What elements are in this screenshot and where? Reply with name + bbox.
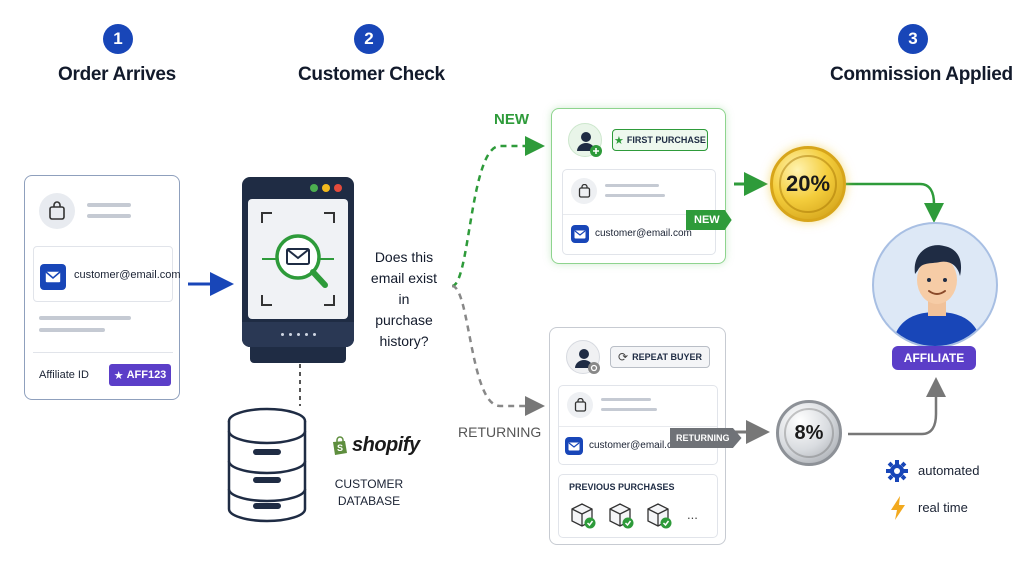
returning-user-icon (566, 340, 600, 374)
previous-purchases-title: PREVIOUS PURCHASES (569, 482, 675, 492)
returning-tag-label: RETURNING (676, 433, 730, 443)
svg-text:S: S (337, 443, 343, 453)
package-check-icon (645, 501, 672, 529)
affiliate-code-badge: ★AFF123 (109, 364, 171, 386)
more-purchases: ... (687, 507, 698, 522)
returning-tag: RETURNING (670, 428, 742, 448)
affiliate-code: AFF123 (126, 369, 167, 381)
returning-branch-label: RETURNING (458, 424, 542, 440)
affiliate-label: AFFILIATE (892, 346, 976, 370)
new-tag: NEW (686, 210, 732, 230)
star-icon: ★ (113, 369, 124, 382)
first-purchase-badge: ★ FIRST PURCHASE (612, 129, 708, 151)
shopping-bag-icon (571, 178, 597, 204)
question-line: Does this (374, 249, 434, 265)
gear-icon (886, 460, 908, 482)
repeat-buyer-badge: ⟳ REPEAT BUYER (610, 346, 710, 368)
placeholder-line (605, 194, 665, 197)
placeholder-line (87, 203, 131, 207)
mail-icon (565, 437, 583, 455)
step-2-number: 2 (354, 24, 384, 54)
placeholder-line (39, 316, 131, 320)
shopping-bag-icon (39, 193, 75, 229)
new-branch-label: NEW (494, 111, 529, 128)
new-tag-label: NEW (694, 214, 720, 226)
placeholder-line (605, 184, 659, 187)
placeholder-line (39, 328, 105, 332)
legend-real-time: real time (918, 500, 968, 515)
email-check-device (242, 177, 354, 367)
database-label: CUSTOMER DATABASE (332, 476, 406, 510)
email-box: customer@email.com (33, 246, 181, 302)
question-line: email exist in (370, 270, 438, 307)
step-2-title: Customer Check (298, 64, 445, 85)
returning-customer-card: ⟳ REPEAT BUYER customer@email.com RETURN… (549, 327, 742, 545)
package-check-icon (569, 501, 596, 529)
legend-automated: automated (918, 463, 980, 478)
returning-email: customer@email.com (589, 440, 686, 451)
arrow-new-branch (451, 136, 545, 288)
order-card: customer@email.com Affiliate ID ★AFF123 (24, 175, 181, 400)
placeholder-line (601, 398, 651, 401)
new-email: customer@email.com (595, 228, 692, 239)
question-line: history? (379, 333, 429, 349)
commission-coin-new: 20% (770, 146, 846, 222)
database-label-line: DATABASE (337, 494, 401, 508)
previous-purchases-box: PREVIOUS PURCHASES ... (558, 474, 718, 538)
returning-order-box: customer@email.com (558, 385, 718, 465)
database-label-line: CUSTOMER (334, 477, 404, 491)
step-1-number: 1 (103, 24, 133, 54)
affiliate-row: Affiliate ID ★AFF123 (33, 352, 173, 396)
commission-returning-value: 8% (794, 421, 824, 444)
step-3-number: 3 (898, 24, 928, 54)
step-1-title: Order Arrives (58, 64, 176, 85)
new-user-icon (568, 123, 602, 157)
package-check-icon (607, 501, 634, 529)
mail-icon (571, 225, 589, 243)
star-icon: ★ (614, 134, 624, 147)
shopify-logo: shopify (352, 434, 420, 456)
new-order-box: customer@email.com (562, 169, 716, 255)
shopping-bag-icon (567, 392, 593, 418)
check-question: Does this email exist in purchase histor… (364, 247, 444, 352)
arrow-coin-to-affiliate (846, 182, 944, 223)
first-purchase-label: FIRST PURCHASE (626, 135, 706, 145)
commission-coin-returning: 8% (776, 400, 842, 466)
mail-icon (40, 264, 66, 290)
repeat-buyer-label: REPEAT BUYER (632, 352, 702, 362)
arrow-coin8-to-affiliate (848, 377, 946, 436)
step-3-title: Commission Applied (830, 64, 1013, 85)
affiliate-id-label: Affiliate ID (39, 369, 89, 381)
order-email: customer@email.com (74, 269, 181, 281)
new-customer-card: ★ FIRST PURCHASE customer@email.com NEW (551, 108, 732, 264)
placeholder-line (601, 408, 657, 411)
placeholder-line (87, 214, 131, 218)
customer-database-icon (225, 405, 309, 523)
arrow-returning-branch (451, 284, 545, 416)
refresh-icon: ⟳ (618, 350, 629, 364)
commission-new-value: 20% (785, 171, 831, 196)
affiliate-avatar (872, 222, 998, 348)
lightning-icon (889, 496, 907, 520)
shopify-bag-icon: S (332, 436, 348, 456)
question-line: purchase (375, 312, 433, 328)
